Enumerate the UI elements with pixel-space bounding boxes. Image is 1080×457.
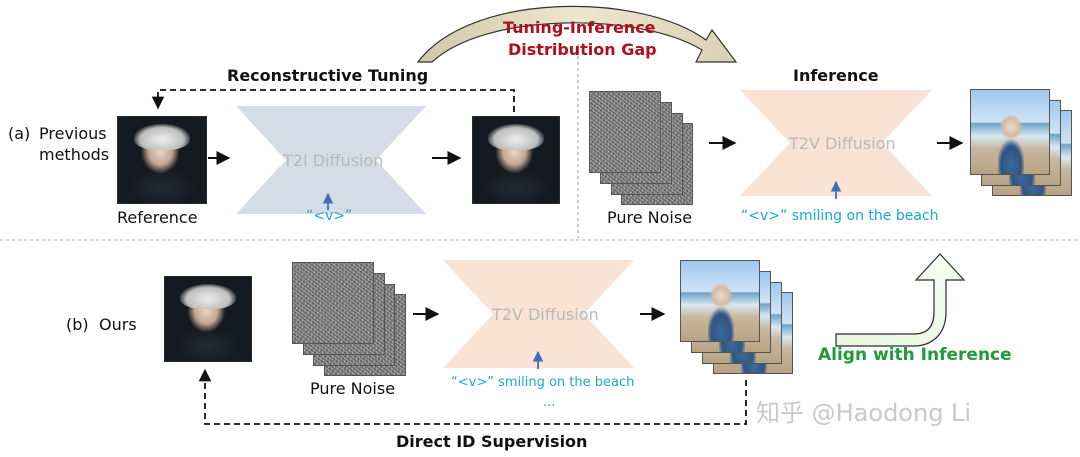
reconstructive-tuning-title: Reconstructive Tuning bbox=[227, 66, 429, 85]
align-green-arrow bbox=[835, 253, 966, 347]
align-with-inference-label: Align with Inference bbox=[818, 345, 1012, 365]
video-frame-a1 bbox=[970, 89, 1050, 175]
supervision-dashed-loop bbox=[198, 368, 747, 425]
gap-curved-arrow bbox=[416, 5, 738, 63]
pure-noise-label-b: Pure Noise bbox=[310, 379, 396, 398]
row-b-label: Ours bbox=[99, 315, 137, 334]
row-b-prefix: (b) bbox=[66, 315, 89, 334]
t2i-prompt: “<v>” bbox=[306, 208, 353, 224]
watermark: 知乎 @Haodong Li bbox=[756, 399, 972, 427]
t2i-diffusion-shape bbox=[236, 106, 426, 214]
noise-frame-a1 bbox=[589, 91, 661, 173]
row-a-label-line1: Previous bbox=[39, 124, 107, 143]
t2v-diffusion-label-a: T2V Diffusion bbox=[789, 134, 896, 153]
video-frame-b1 bbox=[680, 260, 760, 342]
t2v-diffusion-shape-a bbox=[740, 90, 932, 196]
reference-photo bbox=[117, 116, 207, 204]
gap-label-line2: Distribution Gap bbox=[508, 40, 657, 59]
ours-reference-photo bbox=[164, 276, 252, 362]
reference-label: Reference bbox=[117, 208, 198, 227]
gap-label-line1: Tuning-Inference bbox=[503, 18, 656, 37]
t2v-prompt-a: “<v>” smiling on the beach bbox=[741, 208, 939, 224]
prompt-ellipsis: ... bbox=[543, 395, 556, 410]
noise-frame-b1 bbox=[292, 262, 374, 344]
t2v-prompt-b: “<v>” smiling on the beach bbox=[451, 375, 635, 390]
row-a-prefix: (a) bbox=[8, 124, 31, 143]
t2v-diffusion-label-b: T2V Diffusion bbox=[492, 305, 599, 324]
row-a-label-line2: methods bbox=[39, 145, 110, 164]
pure-noise-label-a: Pure Noise bbox=[607, 208, 693, 227]
t2i-diffusion-label: T2I Diffusion bbox=[283, 151, 384, 170]
tuning-dashed-loop bbox=[151, 89, 515, 112]
direct-id-supervision-label: Direct ID Supervision bbox=[396, 432, 588, 451]
t2v-diffusion-shape-b bbox=[443, 260, 634, 368]
inference-title: Inference bbox=[793, 66, 879, 85]
reconstructed-photo bbox=[472, 116, 560, 204]
